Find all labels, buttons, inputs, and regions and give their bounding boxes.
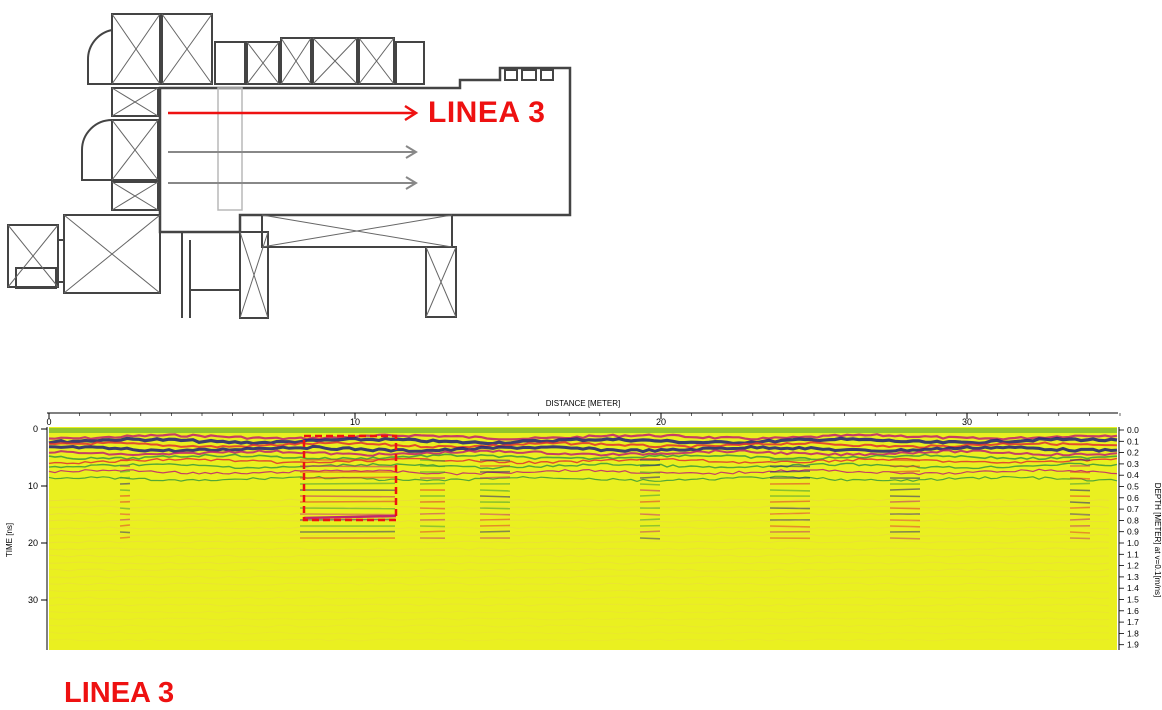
radargram: DISTANCE [METER] 0 10 20 30 0 10 20 30 TIME [n… [0, 390, 1162, 660]
right-tick-label: 1.2 [1127, 561, 1139, 571]
right-tick-label: 0.1 [1127, 436, 1139, 446]
secondary-arrow [168, 177, 416, 189]
line-label: LINEA 3 [428, 96, 545, 130]
right-tick-label: 0.3 [1127, 459, 1139, 469]
right-tick-label: 1.4 [1127, 583, 1139, 593]
right-tick-label: 0.9 [1127, 527, 1139, 537]
right-tick-label: 0.5 [1127, 482, 1139, 492]
highlight-arrow [168, 106, 416, 120]
right-tick-label: 1.9 [1127, 640, 1139, 650]
right-tick-label: 1.6 [1127, 606, 1139, 616]
left-tick-label: 20 [28, 538, 38, 548]
left-tick-label: 0 [33, 424, 38, 434]
left-axis-title: TIME [ns] [5, 523, 14, 557]
left-tick-label: 30 [28, 595, 38, 605]
right-tick-label: 1.7 [1127, 617, 1139, 627]
right-tick-label: 0.4 [1127, 470, 1139, 480]
floor-plan [0, 0, 600, 330]
x-tick-label: 0 [46, 417, 51, 427]
x-tick-label: 20 [656, 417, 666, 427]
right-tick-label: 0.2 [1127, 448, 1139, 458]
right-tick-label: 0.6 [1127, 493, 1139, 503]
right-tick-label: 1.8 [1127, 628, 1139, 638]
right-tick-label: 0.0 [1127, 425, 1139, 435]
x-tick-label: 10 [350, 417, 360, 427]
x-tick-label: 30 [962, 417, 972, 427]
left-tick-label: 10 [28, 481, 38, 491]
secondary-arrow [168, 146, 416, 158]
right-tick-label: 1.5 [1127, 595, 1139, 605]
right-tick-label: 0.7 [1127, 504, 1139, 514]
right-tick-label: 0.8 [1127, 515, 1139, 525]
right-tick-label: 1.1 [1127, 549, 1139, 559]
right-axis-title: DEPTH [METER] at v=0.1[m/ns] [1153, 483, 1162, 597]
right-tick-label: 1.3 [1127, 572, 1139, 582]
x-axis-title: DISTANCE [METER] [546, 399, 621, 408]
caption: LINEA 3 [64, 677, 174, 710]
right-tick-label: 1.0 [1127, 538, 1139, 548]
